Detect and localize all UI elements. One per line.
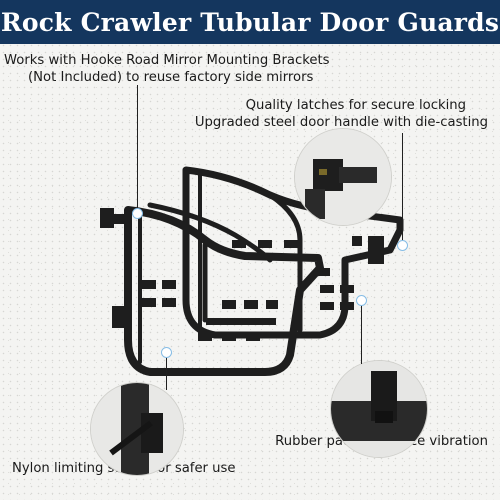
feature-latches-line2: Upgraded steel door handle with die-cast…	[194, 115, 488, 130]
feature-mirror-line1: Works with Hooke Road Mirror Mounting Br…	[4, 53, 330, 68]
pad-marker-dot	[356, 295, 367, 306]
mirror-leader-line	[137, 85, 139, 213]
feature-latches-line1: Quality latches for secure locking	[245, 98, 466, 113]
page-title: Rock Crawler Tubular Door Guards	[0, 7, 500, 37]
feature-mirror-brackets: Works with Hooke Road Mirror Mounting Br…	[4, 52, 330, 86]
latch-leader-line	[402, 133, 404, 245]
strap-marker-dot	[161, 347, 172, 358]
strap-leader-line	[166, 352, 168, 390]
pad-leader-line	[361, 300, 363, 364]
latch-marker-dot	[397, 240, 408, 251]
title-banner: Rock Crawler Tubular Door Guards	[0, 0, 500, 44]
feature-mirror-line2: (Not Included) to reuse factory side mir…	[28, 70, 314, 85]
nylon-strap-callout	[90, 382, 184, 476]
rubber-pad-callout	[330, 360, 428, 458]
mirror-marker-dot	[132, 208, 143, 219]
feature-latches: Quality latches for secure locking Upgra…	[195, 97, 488, 131]
latch-callout	[294, 128, 392, 226]
